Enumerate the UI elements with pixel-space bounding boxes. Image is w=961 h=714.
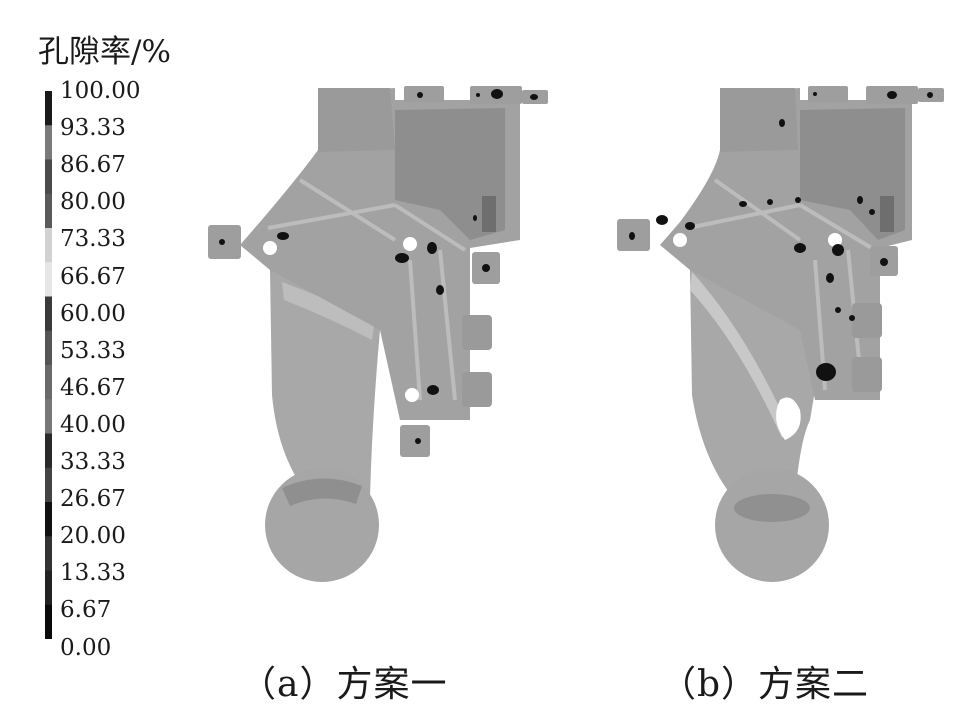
casting-b-recess	[800, 108, 905, 240]
legend-color-segment	[45, 502, 52, 537]
legend-color-segment	[45, 399, 52, 434]
casting-a-lug-top1	[404, 86, 444, 102]
legend-tick-label: 73.33	[60, 226, 126, 253]
legend-color-segment	[45, 125, 52, 160]
legend-color-segment	[45, 330, 52, 366]
legend-color-segment	[45, 467, 52, 503]
casting-b-cutout	[776, 397, 801, 440]
casting-b-block	[720, 88, 798, 152]
casting-b-hole2	[828, 233, 842, 247]
caption-scheme-b: （b）方案二	[660, 664, 870, 705]
legend-color-segment	[45, 570, 52, 606]
casting-b	[617, 86, 944, 582]
casting-b-lug-top1	[808, 86, 848, 102]
legend-color-bar	[45, 91, 52, 639]
casting-a-block	[318, 88, 395, 152]
casting-b-boss1	[852, 303, 882, 338]
casting-a-boss1	[462, 315, 492, 350]
casting-b-ball-cap	[734, 494, 810, 522]
casting-a-dark-bar	[482, 196, 496, 232]
legend-tick-label: 26.67	[60, 486, 126, 513]
casting-a-boss2	[462, 372, 492, 407]
casting-a-recess	[395, 108, 505, 240]
legend-color-segment	[45, 296, 52, 332]
legend-title: 孔隙率/%	[38, 34, 171, 70]
legend-tick-label: 46.67	[60, 374, 126, 401]
legend-tick-label: 40.00	[60, 411, 126, 438]
legend-tick-label: 93.33	[60, 115, 126, 142]
legend-color-segment	[45, 536, 52, 571]
legend-tick-label: 13.33	[60, 560, 126, 587]
casting-a-hole3	[405, 388, 419, 402]
legend-tick-label: 66.67	[60, 263, 126, 290]
casting-b-ribs	[687, 178, 877, 391]
casting-a	[208, 86, 548, 582]
legend-tick-label: 86.67	[60, 152, 126, 179]
casting-a-pores	[219, 89, 538, 444]
casting-b-pores	[629, 91, 933, 381]
legend-color-segment	[45, 365, 52, 400]
legend-tick-label: 80.00	[60, 189, 126, 216]
legend-color-segment	[45, 433, 52, 469]
casting-a-ribs	[267, 178, 467, 401]
casting-b-dark-bar	[880, 196, 894, 232]
legend-tick-label: 0.00	[60, 634, 112, 661]
legend-tick-label: 100.00	[60, 78, 141, 104]
legend-color-segment	[45, 228, 52, 263]
legend-tick-label: 60.00	[60, 300, 126, 327]
legend-color-segment	[45, 159, 52, 195]
casting-a-ball-cap	[282, 478, 362, 506]
casting-a-hole2	[403, 237, 417, 251]
legend-tick-label: 53.33	[60, 337, 126, 364]
casting-a-hole1	[263, 241, 277, 255]
casting-b-boss2	[852, 357, 882, 392]
legend-tick-label: 6.67	[60, 597, 112, 624]
legend-color-segment	[45, 91, 52, 126]
casting-b-arm-band	[690, 272, 790, 438]
legend-tick-label: 20.00	[60, 523, 126, 550]
legend-tick-label: 33.33	[60, 449, 126, 475]
casting-b-hole1	[673, 233, 687, 247]
legend-color-segment	[45, 193, 52, 229]
legend-color-segment	[45, 604, 52, 639]
caption-scheme-a: （a）方案一	[240, 664, 448, 705]
casting-b-ball	[715, 468, 829, 582]
casting-a-arm-band	[282, 282, 375, 340]
legend-color-segment	[45, 262, 52, 297]
